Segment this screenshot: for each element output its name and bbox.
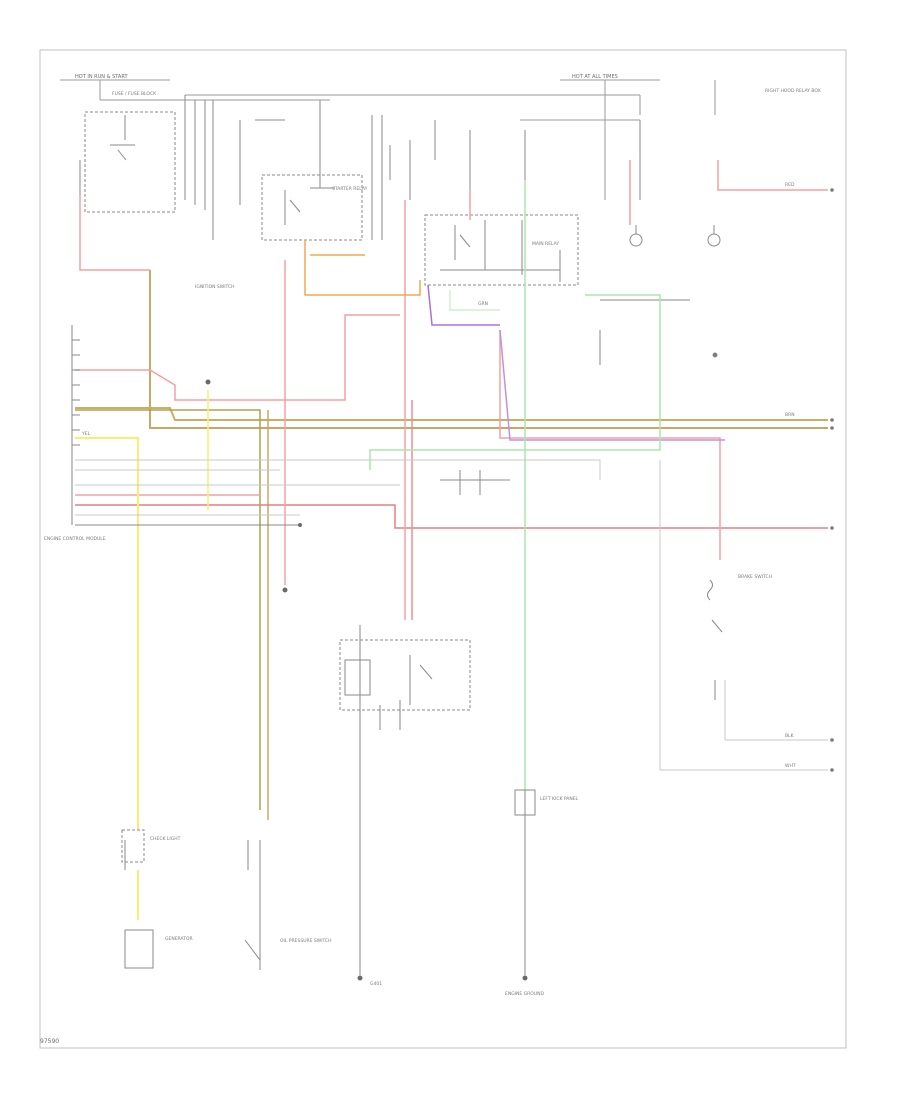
wire-olive-bus-2 <box>75 407 828 421</box>
label-wire-yel: YEL <box>81 431 91 437</box>
left-fuse-block <box>79 95 214 240</box>
label-main-relay: MAIN RELAY <box>532 241 559 247</box>
label-wire-blk: BLK <box>785 733 795 739</box>
power-bus <box>60 79 716 200</box>
wire-red-left <box>79 195 150 271</box>
label-left-kick: LEFT KICK PANEL <box>540 796 579 802</box>
wire-brown-bus-1 <box>149 270 828 429</box>
label-ground-left: G401 <box>370 981 382 987</box>
diagram-frame <box>39 49 847 1049</box>
label-fuse-block: FUSE / FUSE BLOCK <box>112 91 157 97</box>
right-fuses <box>599 120 721 365</box>
wire-violet <box>427 284 500 326</box>
label-wire-wht: WHT <box>785 763 796 769</box>
wire-yellow <box>75 437 139 830</box>
label-oil-switch: OIL PRESSURE SWITCH <box>280 938 332 944</box>
wire-olive-bus-3 <box>75 409 261 810</box>
label-check-light: CHECK LIGHT <box>150 836 181 842</box>
label-right-hood: RIGHT HOOD RELAY BOX <box>765 88 821 94</box>
ecm-connector <box>71 325 80 525</box>
wire-black-group <box>75 470 526 975</box>
label-brake-switch: BRAKE SWITCH <box>738 574 772 580</box>
label-wire-red: RED <box>785 182 795 188</box>
label-starter-relay: STARTER RELAY <box>332 186 368 192</box>
ground-symbols <box>205 379 528 981</box>
label-ground-center: ENGINE GROUND <box>505 991 544 997</box>
wire-red-bus <box>75 314 400 401</box>
check-light-lower <box>121 579 723 969</box>
figure-id: 97590 <box>40 1038 60 1045</box>
label-hot-run: HOT IN RUN & START <box>75 74 128 80</box>
label-ignition: IGNITION SWITCH <box>195 284 235 290</box>
terminals-right <box>830 188 834 772</box>
fuse-column <box>371 115 526 240</box>
relay-lower <box>339 639 471 730</box>
wire-red-vert-5 <box>499 330 721 560</box>
main-relay <box>424 214 579 286</box>
wire-red-bus-2 <box>75 504 828 529</box>
wire-violet-2 <box>499 329 725 441</box>
starter-relay <box>239 100 363 241</box>
label-wire-brn: BRN <box>785 412 795 418</box>
wire-gray-group <box>75 459 828 771</box>
wire-green-2 <box>369 294 661 470</box>
label-wire-grn: GRN <box>478 301 488 307</box>
label-hot-all: HOT AT ALL TIMES <box>572 74 618 80</box>
wire-red-right <box>717 160 828 191</box>
label-generator: GENERATOR <box>165 936 193 942</box>
wire-green-3 <box>449 290 500 311</box>
wire-orange <box>304 240 421 296</box>
label-ecm: ENGINE CONTROL MODULE <box>44 536 106 542</box>
